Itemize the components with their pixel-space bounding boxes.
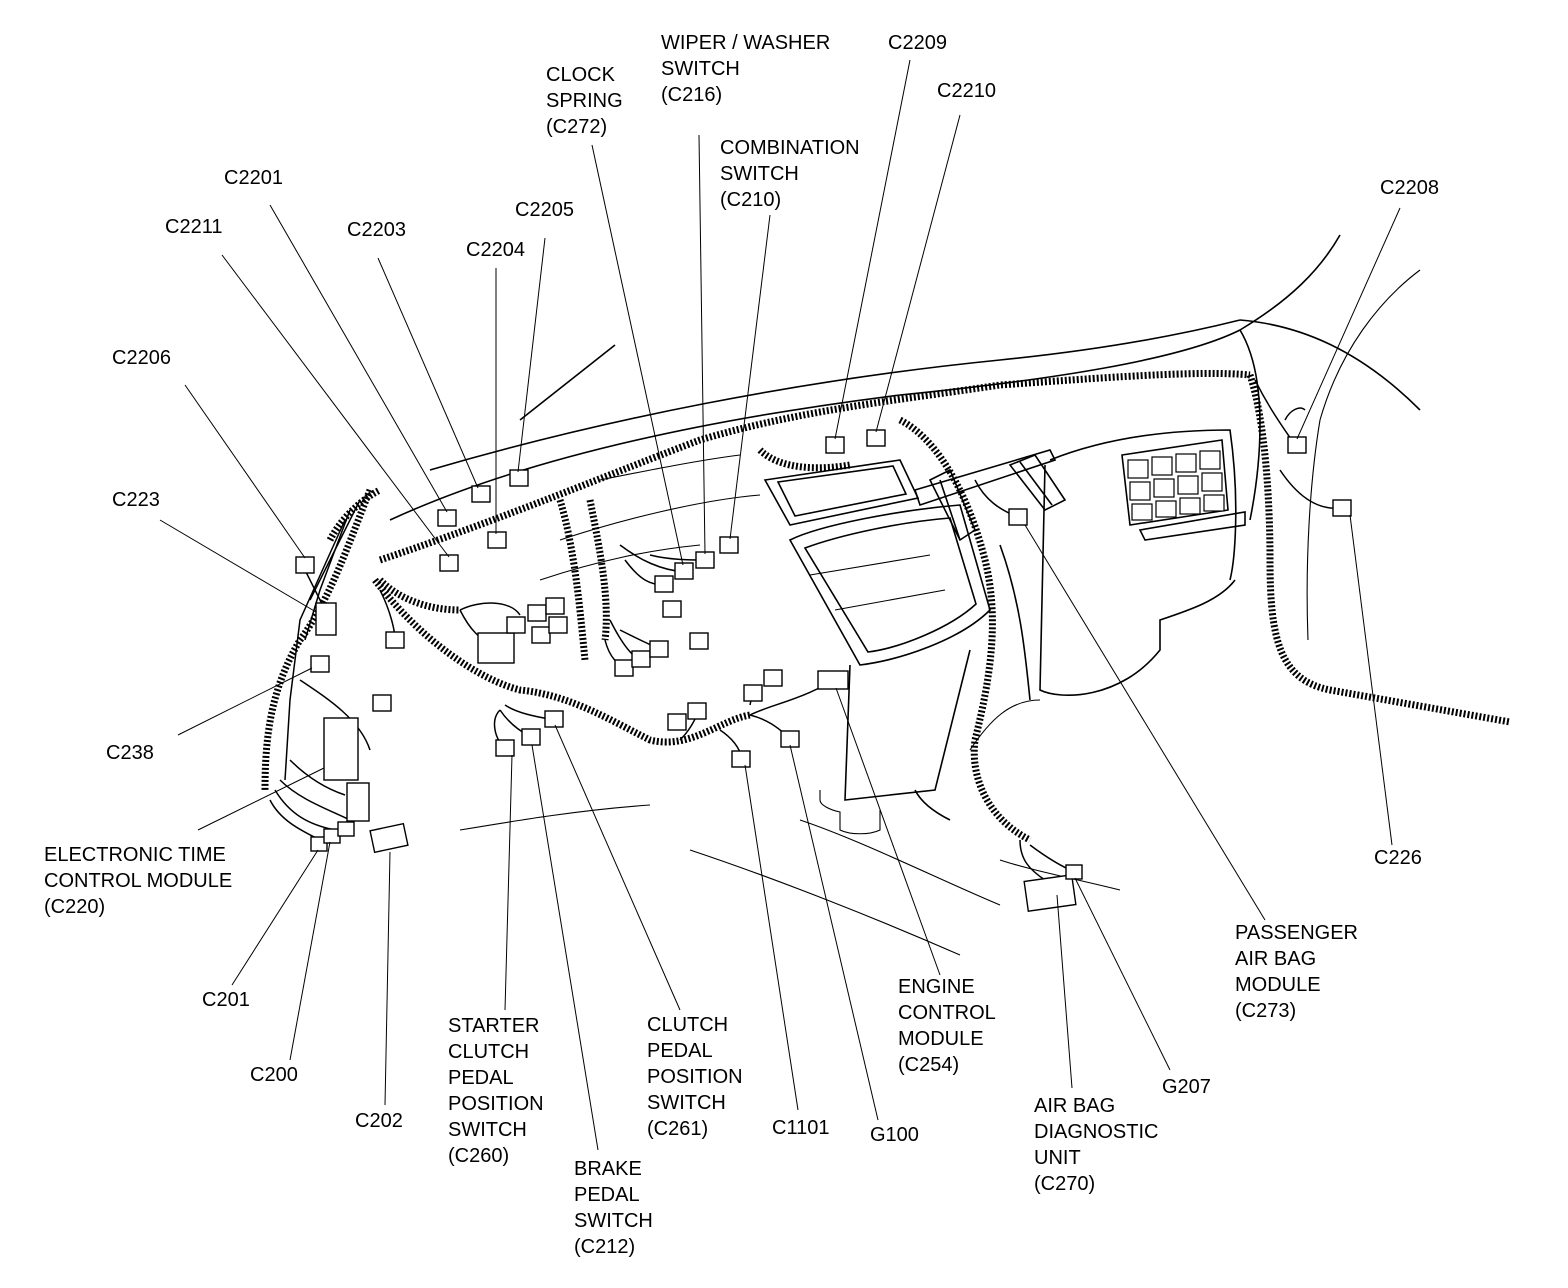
vent-grid [1121,439,1246,541]
label-c2206: C2206 [112,347,171,369]
connector-c216 [695,551,715,569]
connector-cluster-b [506,616,526,634]
connectors [295,429,1352,912]
connector-g207 [1065,864,1083,880]
connector-c261 [544,710,564,728]
connector-cluster-d [545,597,565,615]
connector-c2211 [439,554,459,572]
connector-c1101d [763,669,783,687]
connector-c2205 [509,469,529,487]
connector-c2208 [1287,436,1307,454]
label-combination-switch: COMBINATION SWITCH (C210) [720,137,860,211]
label-g100: G100 [870,1124,919,1146]
label-c2203: C2203 [347,219,406,241]
label-c223: C223 [112,489,160,511]
label-c200: C200 [250,1064,298,1086]
connector-branch-c [689,632,709,650]
connector-c1101c [743,684,763,702]
connector-c273 [1008,508,1028,526]
dashboard-outline [389,234,1421,956]
connector-c201 [310,836,328,852]
connector-branch-e [631,650,651,668]
connector-cluster-c [527,604,547,622]
connector-cluster-a [477,632,515,664]
label-engine-control-module: ENGINE CONTROL MODULE (C254) [898,976,996,1076]
label-g207: G207 [1162,1076,1211,1098]
label-c1101: C1101 [772,1117,830,1139]
label-c2210: C2210 [937,80,996,102]
connector-upper [385,631,405,649]
label-c2208: C2208 [1380,177,1439,199]
connector-cluster-e [531,626,551,644]
leader-lines [159,59,1401,1151]
connector-branch-a [654,575,674,593]
label-c202: C202 [355,1110,403,1132]
connector-c1101 [731,750,751,768]
connector-branch-d [614,659,634,677]
connector-c220-module [323,717,359,781]
connector-c200b [337,821,355,837]
connector-c254 [817,670,849,690]
label-starter-clutch-pedal-position-switch: STARTER CLUTCH PEDAL POSITION SWITCH (C2… [448,1015,544,1167]
label-clutch-pedal-position-switch: CLUTCH PEDAL POSITION SWITCH (C261) [647,1014,743,1140]
connector-c2206 [295,556,315,574]
connector-c2203 [471,485,491,503]
label-air-bag-diagnostic-unit: AIR BAG DIAGNOSTIC UNIT (C270) [1034,1095,1159,1195]
label-c2211: C2211 [165,216,223,238]
connector-c2201 [437,509,457,527]
connector-cluster-f [548,616,568,634]
connector-c1101b [687,702,707,720]
label-c201: C201 [202,989,250,1011]
connector-c2204 [487,531,507,549]
console-frames [763,449,1067,801]
connector-c226 [1332,499,1352,517]
connector-c212 [521,728,541,746]
label-c2201: C2201 [224,167,283,189]
connector-mid [372,694,392,712]
label-c2205: C2205 [515,199,574,221]
connector-c2210 [866,429,886,447]
label-wiper-washer-switch: WIPER / WASHER SWITCH (C216) [661,32,831,106]
label-c2209: C2209 [888,32,947,54]
harness-trunks [261,369,1511,844]
label-brake-pedal-switch: BRAKE PEDAL SWITCH (C212) [574,1158,653,1258]
connector-c1101a [667,713,687,731]
connector-c223 [315,602,337,636]
label-c238: C238 [106,742,154,764]
connector-block [346,782,370,822]
connector-branch-b [662,600,682,618]
connector-c272 [674,562,694,580]
connector-c202 [369,822,409,854]
connector-c210 [719,536,739,554]
label-electronic-time-control-module: ELECTRONIC TIME CONTROL MODULE (C220) [44,844,233,918]
connector-c238 [310,655,330,673]
connector-branch-f [649,640,669,658]
label-c2204: C2204 [466,239,525,261]
label-clock-spring: CLOCK SPRING (C272) [546,64,623,138]
label-c226: C226 [1374,847,1422,869]
connector-c2209 [825,436,845,454]
label-passenger-air-bag-module: PASSENGER AIR BAG MODULE (C273) [1235,922,1358,1022]
connector-c260 [495,739,515,757]
connector-c270 [1023,874,1077,912]
connector-g100 [780,730,800,748]
